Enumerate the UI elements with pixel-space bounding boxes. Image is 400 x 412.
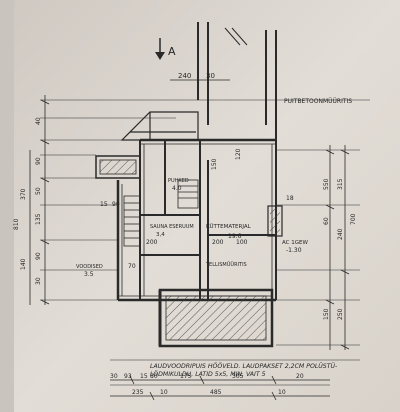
dim-left-90b: 90 xyxy=(35,252,42,260)
dim-inner-150: 150 xyxy=(211,158,218,170)
dim-bottom-235: 235 xyxy=(132,389,144,396)
label-voodised-area: 3.5 xyxy=(84,271,94,278)
dim-bottom-80: 80 xyxy=(150,373,158,380)
dim-inner-90: 90 xyxy=(112,201,120,208)
dim-bottom-10b: 10 xyxy=(278,389,286,396)
label-tellis: TELLISMÜÜRITIS xyxy=(205,261,247,268)
dim-bottom-10: 10 xyxy=(160,389,168,396)
dimension-labels: 240 30 40 90 50 135 90 30 370 140 810 55… xyxy=(13,72,357,396)
dim-inner-18: 18 xyxy=(286,195,294,202)
label-ac-code: AC 1GEW xyxy=(282,240,308,246)
label-voodised: VOODISED xyxy=(76,264,103,270)
dim-inner-100: 100 xyxy=(236,239,248,246)
dim-left-370: 370 xyxy=(20,188,27,200)
terrace xyxy=(158,288,274,348)
dim-right-550: 550 xyxy=(323,178,330,190)
dim-left-40: 40 xyxy=(35,117,42,125)
dim-left-140: 140 xyxy=(20,258,27,270)
dim-inner-15: 15 xyxy=(100,201,108,208)
dim-bottom-30: 30 xyxy=(110,373,118,380)
dim-right-60: 60 xyxy=(323,217,330,225)
dim-right-315: 315 xyxy=(337,178,344,190)
dim-top-240: 240 xyxy=(178,72,191,80)
label-puitbetoon: PUITBETOONMÜÜRITIS xyxy=(284,98,352,105)
window-box-left xyxy=(95,155,141,179)
dim-top-30: 30 xyxy=(206,72,215,80)
note-line-1: LAUDVOODRIPUIS HÖÖVELD. LAUDPAKSET 2,2CM… xyxy=(150,361,337,370)
dim-inner-120: 120 xyxy=(235,148,242,160)
stair xyxy=(123,179,199,247)
dim-bottom-20: 20 xyxy=(296,373,304,380)
dim-bottom-305: 305 xyxy=(232,373,244,380)
label-puhked: PUHKED xyxy=(168,178,189,184)
label-kuttematerjal: KÜTTEMATERJAL xyxy=(206,223,252,230)
dim-inner-200b: 200 xyxy=(212,239,224,246)
window-box-right xyxy=(267,205,283,237)
label-saun-area: 3,4 xyxy=(156,232,165,238)
dim-right-150: 150 xyxy=(323,308,330,320)
room-labels: PUITBETOONMÜÜRITIS KÜTTEMATERJAL 19.6 SA… xyxy=(76,98,352,278)
dim-left-50: 50 xyxy=(35,187,42,195)
slanted-roof xyxy=(120,111,199,141)
dim-left-30: 30 xyxy=(35,277,42,285)
bottom-note: LAUDVOODRIPUIS HÖÖVELD. LAUDPAKSET 2,2CM… xyxy=(150,361,337,378)
label-kuttematerjal-area: 19.6 xyxy=(228,233,242,240)
label-puhked-area: 4.0 xyxy=(172,185,182,192)
dim-bottom-175: 175 xyxy=(180,373,192,380)
dim-right-700: 700 xyxy=(350,213,357,225)
dimension-lines xyxy=(29,79,350,401)
dim-left-135: 135 xyxy=(35,213,42,225)
section-marker: A xyxy=(155,38,176,60)
dim-bottom-485: 485 xyxy=(210,389,222,396)
section-marker-label: A xyxy=(168,45,176,58)
dim-inner-70: 70 xyxy=(128,263,136,270)
dim-inner-200: 200 xyxy=(146,239,158,246)
extension-lines xyxy=(40,99,370,386)
label-ac-level: -1.30 xyxy=(286,247,302,254)
dim-bottom-93: 93 xyxy=(124,373,132,380)
dim-right-240: 240 xyxy=(337,228,344,240)
label-saun: SAUNA ESERUUM xyxy=(150,224,194,230)
dim-right-250: 250 xyxy=(337,308,344,320)
dim-bottom-15: 15 xyxy=(140,373,148,380)
dim-left-90: 90 xyxy=(35,157,42,165)
dim-left-810: 810 xyxy=(13,218,20,230)
note-line-2: LÖDMIKULDU, LATID 5x5, MIN. VAIT 5 xyxy=(150,369,266,378)
